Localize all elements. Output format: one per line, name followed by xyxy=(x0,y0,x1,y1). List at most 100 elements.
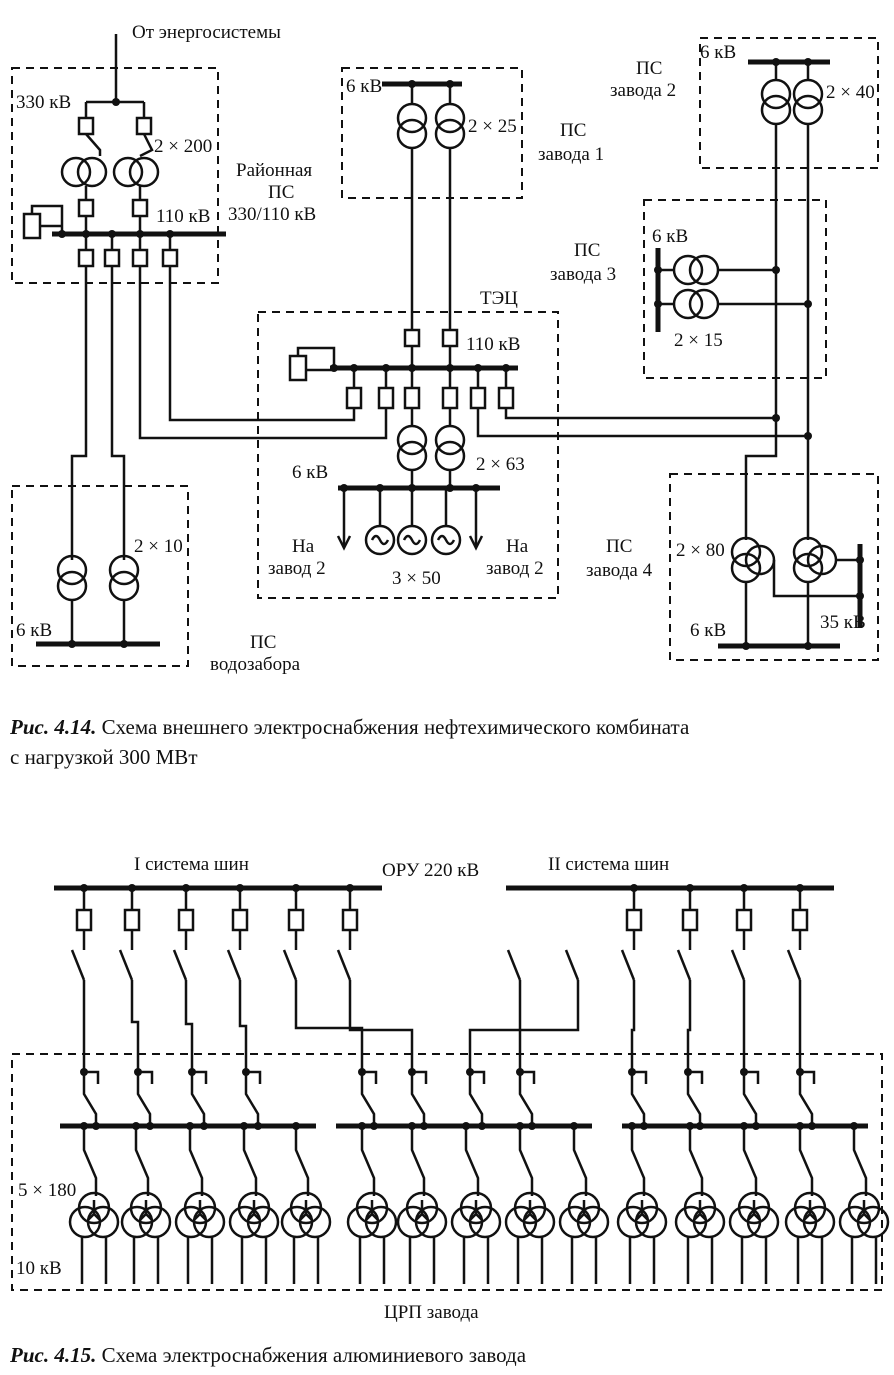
transformer-winding xyxy=(459,1191,493,1225)
lv-lead xyxy=(240,1236,268,1284)
winding-symbol xyxy=(635,1200,649,1221)
oru-feeder xyxy=(336,884,416,1076)
feeder-disconnector xyxy=(786,949,802,981)
feeder-disconnector xyxy=(620,949,636,981)
oru-feeder xyxy=(70,884,93,1076)
bus-junction xyxy=(640,1122,648,1130)
feeder-breaker xyxy=(123,908,141,932)
crp-boundary xyxy=(11,1053,883,1291)
earth-switch xyxy=(520,1070,536,1084)
crp-section xyxy=(616,1070,890,1284)
earth-switch xyxy=(138,1070,154,1084)
label-vodozabor-6kv: 6 кВ xyxy=(16,620,52,641)
feeder-disconnector xyxy=(70,949,86,981)
winding-symbol xyxy=(469,1200,483,1221)
transformer-winding xyxy=(129,1191,163,1225)
transformer-disconnector xyxy=(464,1126,480,1196)
section-disconnector xyxy=(244,1072,260,1126)
feeder-breaker xyxy=(791,908,809,932)
section-disconnector xyxy=(410,1072,426,1126)
feeder-breaker xyxy=(177,908,195,932)
lv-lead xyxy=(516,1236,544,1284)
line-to-vodozabor-2 xyxy=(110,266,126,560)
transformer-disconnector xyxy=(688,1126,704,1196)
caption-4-15: Рис. 4.15. Схема электроснабжения алюмин… xyxy=(9,1343,527,1367)
bus-junction xyxy=(146,1122,154,1130)
section-disconnector xyxy=(686,1072,702,1126)
winding-symbol xyxy=(299,1200,313,1221)
label-na-2: На xyxy=(506,536,529,557)
label-raion-line3: 330/110 кВ xyxy=(228,204,316,225)
label-bus-system-2: II система шин xyxy=(548,854,669,875)
transformer-disconnector xyxy=(742,1126,758,1196)
transformer-disconnector xyxy=(410,1126,426,1196)
line-to-vodozabor-1 xyxy=(70,266,88,560)
transformer-disconnector xyxy=(294,1126,310,1196)
transformer-winding xyxy=(77,1191,111,1225)
oru-feeder xyxy=(466,949,522,1076)
earth-switch xyxy=(632,1070,648,1084)
label-raion-line2: ПС xyxy=(268,182,294,203)
feeder-line xyxy=(468,980,522,1072)
label-330kv: 330 кВ xyxy=(16,92,71,113)
winding-symbol xyxy=(247,1200,261,1221)
label-zavod2-feeder-1: завод 2 xyxy=(268,558,326,579)
label-oru-220kv: ОРУ 220 кВ xyxy=(382,860,479,881)
earth-switch xyxy=(84,1070,100,1084)
zavod4-ps xyxy=(718,418,864,650)
transformer-disconnector xyxy=(572,1126,588,1196)
label-tec-2x63: 2 × 63 xyxy=(476,454,525,475)
transformer-winding xyxy=(183,1191,217,1225)
transformer-winding xyxy=(355,1191,389,1225)
winding-symbol xyxy=(693,1200,707,1221)
transformer-winding xyxy=(847,1191,881,1225)
transformer-winding xyxy=(683,1191,717,1225)
winding-symbol xyxy=(857,1200,871,1221)
lv-lead xyxy=(740,1236,768,1284)
section-disconnector xyxy=(468,1072,484,1126)
label-zavod1-name1: ПС xyxy=(560,120,586,141)
label-10kv: 10 кВ xyxy=(16,1258,62,1279)
section-disconnector xyxy=(82,1072,98,1126)
feeder-breaker xyxy=(341,908,359,932)
transformer-disconnector xyxy=(188,1126,204,1196)
label-zavod1-name2: завода 1 xyxy=(538,144,604,165)
bus-junction xyxy=(370,1122,378,1130)
section-disconnector xyxy=(742,1072,758,1126)
transformer-disconnector xyxy=(242,1126,258,1196)
winding-symbol xyxy=(803,1200,817,1221)
label-na-1: На xyxy=(292,536,315,557)
feeder-line xyxy=(348,980,414,1072)
transformer-winding xyxy=(567,1191,601,1225)
winding-symbol xyxy=(415,1200,429,1221)
section-disconnector xyxy=(190,1072,206,1126)
oru-feeder xyxy=(226,884,250,1076)
feeder-breaker xyxy=(231,908,249,932)
section-disconnector xyxy=(798,1072,814,1126)
zavod3-ps-boundary xyxy=(643,199,827,379)
lv-lead xyxy=(408,1236,436,1284)
feeder-disconnector xyxy=(336,949,352,981)
feeder-disconnector xyxy=(564,949,580,981)
oru-feeder xyxy=(282,884,366,1076)
feeder-line xyxy=(184,980,194,1072)
raion-ps xyxy=(22,34,226,268)
bus-junction xyxy=(420,1122,428,1130)
oru-feeder xyxy=(786,884,809,1076)
bus-junction xyxy=(92,1122,100,1130)
bus-junction xyxy=(478,1122,486,1130)
label-zavod1-6kv: 6 кВ xyxy=(346,76,382,97)
lv-lead xyxy=(462,1236,490,1284)
label-tec-110kv: 110 кВ xyxy=(466,334,520,355)
label-tec-6kv: 6 кВ xyxy=(292,462,328,483)
transformer-winding xyxy=(289,1191,323,1225)
winding-symbol xyxy=(747,1200,761,1221)
transformer-disconnector xyxy=(798,1126,814,1196)
oru-feeder xyxy=(676,884,699,1076)
winding-symbol xyxy=(577,1200,591,1221)
transformer-winding xyxy=(513,1191,547,1225)
crp-section xyxy=(336,1070,610,1284)
lv-lead xyxy=(358,1236,386,1284)
lv-lead xyxy=(850,1236,878,1284)
label-vodozabor-name1: ПС xyxy=(250,632,276,653)
